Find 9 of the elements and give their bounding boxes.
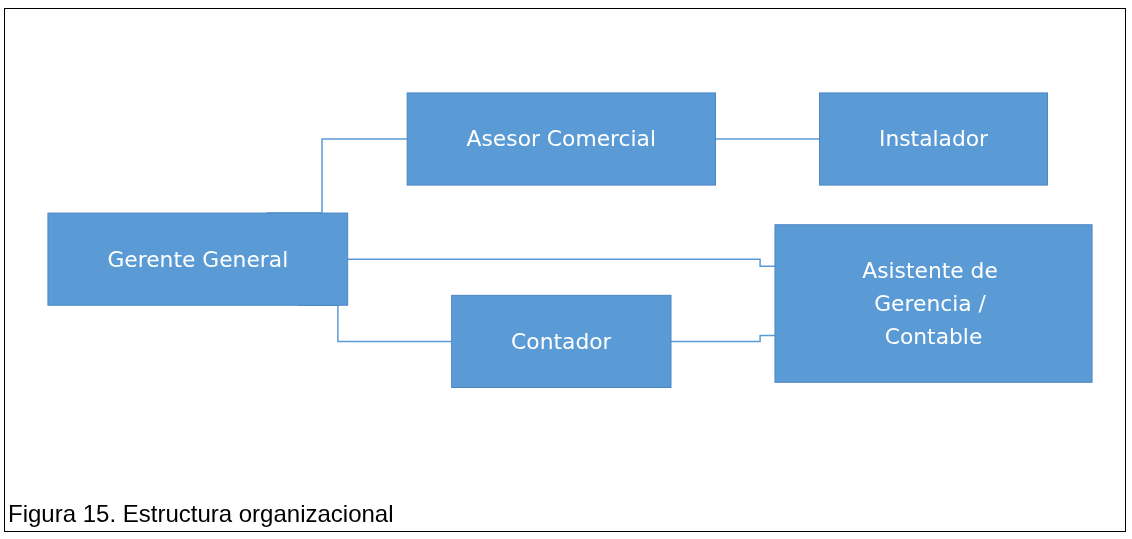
node-box: Contador xyxy=(451,294,672,388)
connector xyxy=(714,138,821,140)
node-box: Asesor Comercial xyxy=(406,92,716,186)
connector xyxy=(670,334,776,342)
node-box: Instalador xyxy=(819,92,1048,186)
node-box: Gerente General xyxy=(47,212,349,306)
node-box: Asistente de Gerencia / Contable xyxy=(774,224,1093,383)
connector xyxy=(346,258,776,267)
figure-caption: Figura 15. Estructura organizacional xyxy=(8,500,394,528)
